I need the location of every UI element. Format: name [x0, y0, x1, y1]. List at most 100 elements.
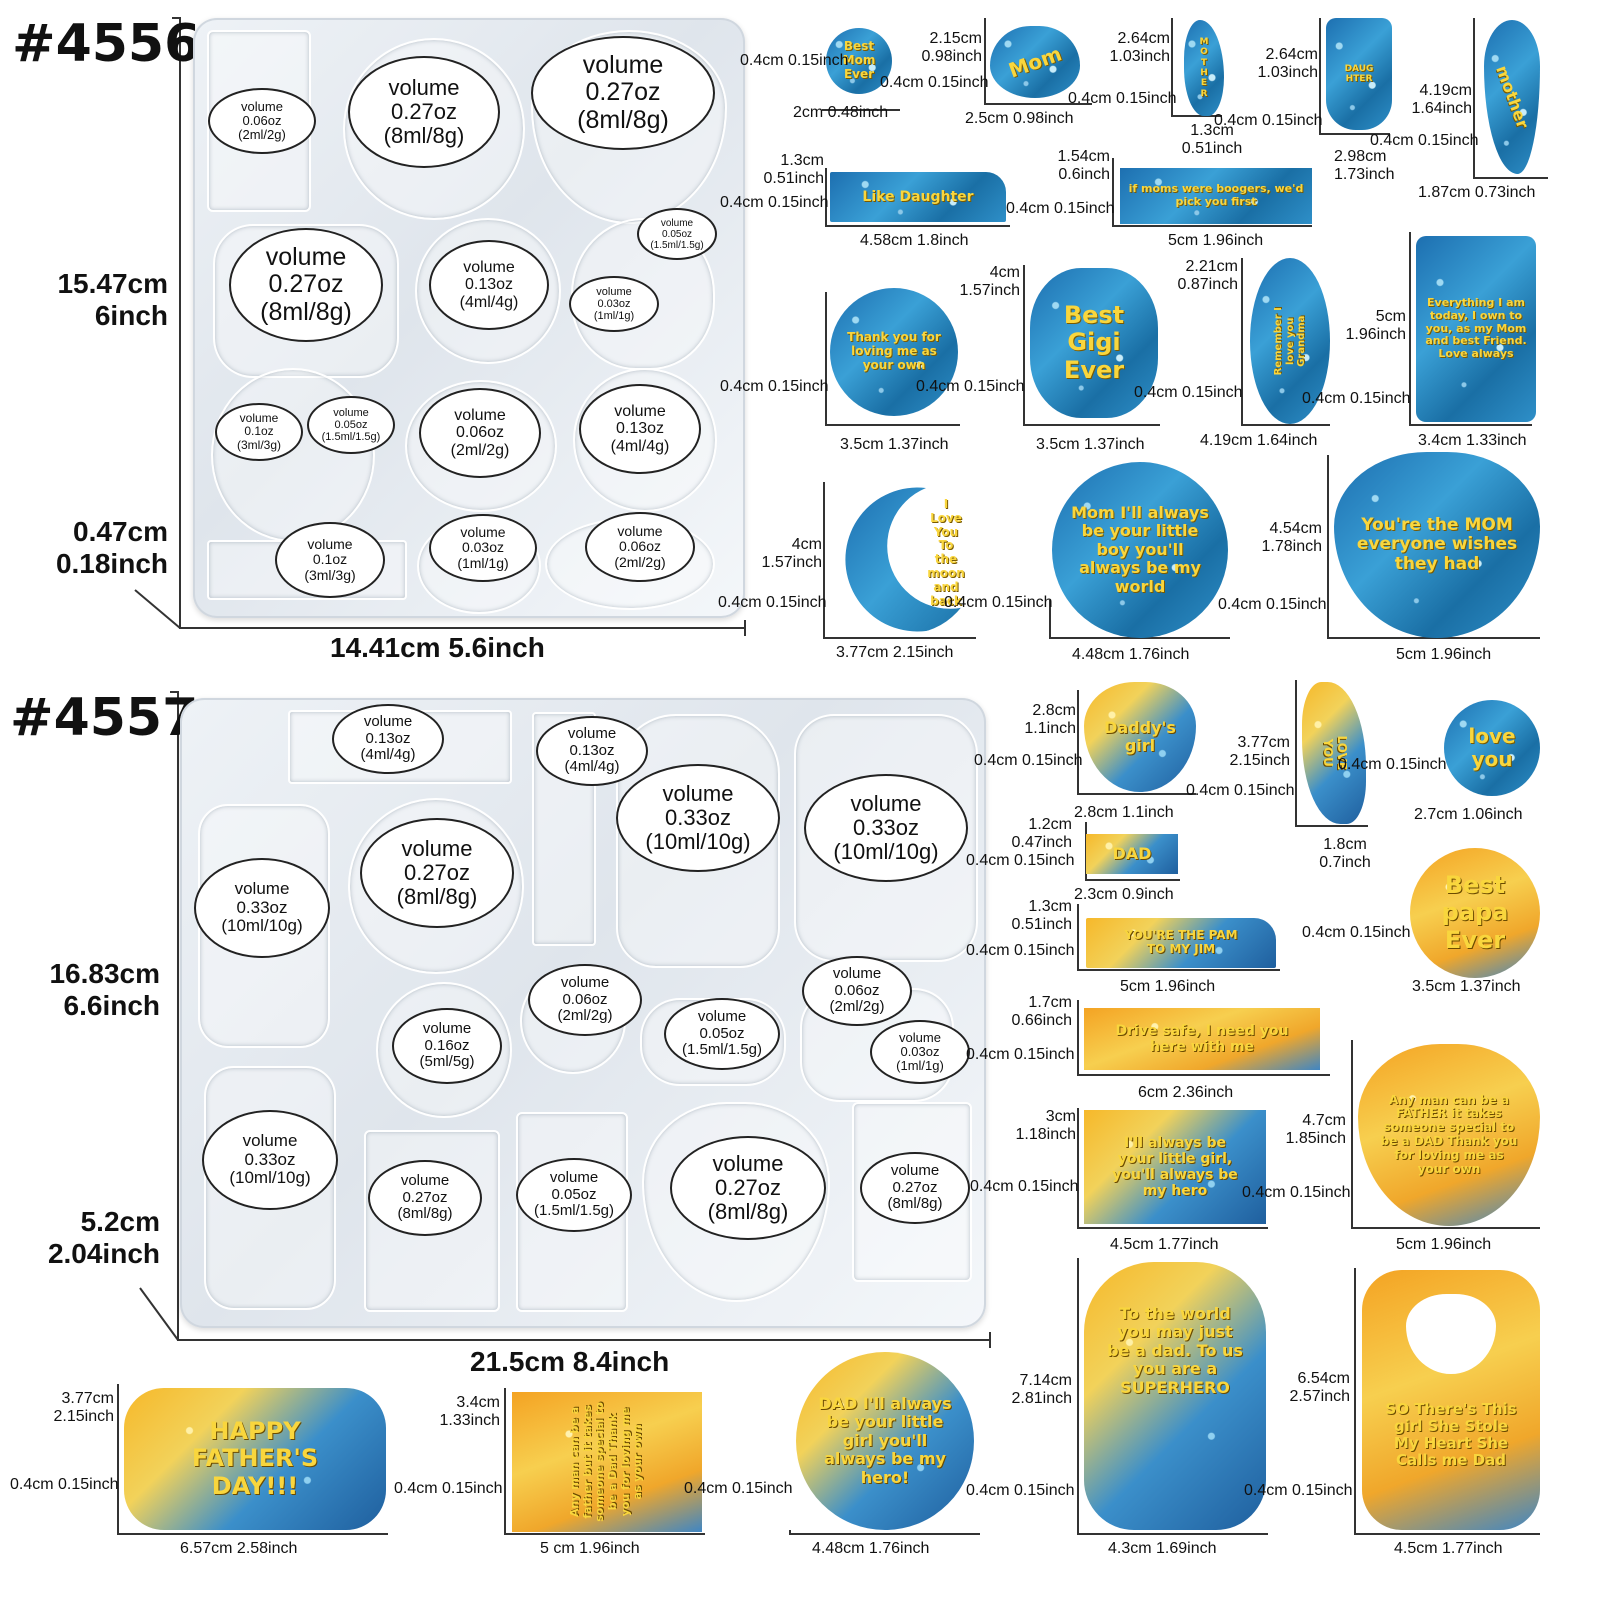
- charm-width: 5cm 1.96inch: [1396, 1236, 1492, 1253]
- charm-thickness: 0.4cm 0.15inch: [966, 1046, 1075, 1063]
- charm-happy-fathers-day: HAPPY FATHER'S DAY!!!: [124, 1388, 386, 1530]
- charm-width: 3.5cm 1.37inch: [1412, 978, 1521, 995]
- charm-width: 6cm 2.36inch: [1138, 1084, 1234, 1101]
- charm-width: 3.5cm 1.37inch: [840, 436, 949, 453]
- charm-mom-little-boy: Mom I'll always be your little boy you'l…: [1052, 462, 1228, 638]
- charm-thickness: 0.4cm 0.15inch: [720, 378, 829, 395]
- charm-width: 2.3cm 0.9inch: [1074, 886, 1174, 903]
- charm-width: 6.57cm 2.58inch: [180, 1540, 298, 1557]
- charm-moms-boogers: if moms were boogers, we'd pick you firs…: [1120, 168, 1312, 224]
- charm-thickness: 0.4cm 0.15inch: [720, 194, 829, 211]
- charm-thickness: 0.4cm 0.15inch: [1302, 924, 1411, 941]
- charm-thickness: 0.4cm 0.15inch: [944, 594, 1053, 611]
- charm-width: 4.48cm 1.76inch: [812, 1540, 930, 1557]
- charm-any-man-rect: Any man can be a father but it takes som…: [512, 1392, 702, 1532]
- charm-thickness: 0.4cm 0.15inch: [1186, 782, 1295, 799]
- charm-thickness: 0.4cm 0.15inch: [1134, 384, 1243, 401]
- charm-thickness: 0.4cm 0.15inch: [684, 1480, 793, 1497]
- charm-width: 2.7cm 1.06inch: [1414, 806, 1523, 823]
- charm-superhero: To the world you may just be a dad. To u…: [1084, 1262, 1266, 1530]
- charm-width: 2.8cm 1.1inch: [1074, 804, 1174, 821]
- model-number-4556: #4556: [12, 14, 201, 74]
- charm-remember-grandma: Remember I love you Grandma: [1250, 258, 1330, 424]
- charm-width: 3.77cm 2.15inch: [836, 644, 954, 661]
- charm-width: 4.5cm 1.77inch: [1394, 1540, 1503, 1557]
- charm-so-theres-this-girl: SO There's This girl She Stole My Heart …: [1362, 1270, 1540, 1530]
- charm-thickness: 0.4cm 0.15inch: [1338, 756, 1447, 773]
- charm-width: 3.5cm 1.37inch: [1036, 436, 1145, 453]
- charm-thickness: 0.4cm 0.15inch: [966, 852, 1075, 869]
- charm-daddys-girl: Daddy's girl: [1084, 682, 1196, 792]
- charm-width: 4.48cm 1.76inch: [1072, 646, 1190, 663]
- charm-love-you-round: love you: [1444, 700, 1540, 796]
- charm-thickness: 0.4cm 0.15inch: [974, 752, 1083, 769]
- charm-mom-heart: Mom: [990, 26, 1080, 98]
- heart-cutout-icon: [1406, 1294, 1496, 1374]
- charm-any-man-heart: Any man can be a FATHER it takes someone…: [1358, 1044, 1540, 1226]
- charm-thickness: 0.4cm 0.15inch: [10, 1476, 119, 1493]
- charm-drive-safe: Drive safe, I need you here with me: [1084, 1008, 1320, 1070]
- charm-width: 4.3cm 1.69inch: [1108, 1540, 1217, 1557]
- charm-thickness: 0.4cm 0.15inch: [1242, 1184, 1351, 1201]
- charm-width: 5 cm 1.96inch: [540, 1540, 640, 1557]
- charm-width: 4.58cm 1.8inch: [860, 232, 969, 249]
- charm-thickness: 0.4cm 0.15inch: [1068, 90, 1177, 107]
- charm-width: 5cm 1.96inch: [1396, 646, 1492, 663]
- charm-thickness: 0.4cm 0.15inch: [1006, 200, 1115, 217]
- crescent-moon-icon: [845, 487, 974, 632]
- charm-thickness: 0.4cm 0.15inch: [1214, 112, 1323, 129]
- charm-thickness: 0.4cm 0.15inch: [394, 1480, 503, 1497]
- charm-best-gigi-ever: Best Gigi Ever: [1030, 268, 1158, 418]
- charm-width: 4.19cm 1.64inch: [1200, 432, 1318, 449]
- charm-width: 1.87cm 0.73inch: [1418, 184, 1536, 201]
- charm-youre-the-mom: You're the MOM everyone wishes they had: [1334, 452, 1540, 638]
- charm-pam-to-my-jim: YOU'RE THE PAM TO MY JIM: [1086, 918, 1276, 968]
- charm-width: 4.5cm 1.77inch: [1110, 1236, 1219, 1253]
- model-number-4557: #4557: [10, 688, 199, 748]
- charm-thickness: 0.4cm 0.15inch: [966, 942, 1075, 959]
- tray-a-width: 14.41cm 5.6inch: [330, 632, 545, 663]
- charm-thickness: 0.4cm 0.15inch: [718, 594, 827, 611]
- charm-thickness: 0.4cm 0.15inch: [916, 378, 1025, 395]
- charm-best-mom-ever: Best Mom Ever: [826, 28, 892, 94]
- charm-thickness: 0.4cm 0.15inch: [880, 74, 989, 91]
- charm-like-daughter: Like Daughter: [830, 172, 1006, 222]
